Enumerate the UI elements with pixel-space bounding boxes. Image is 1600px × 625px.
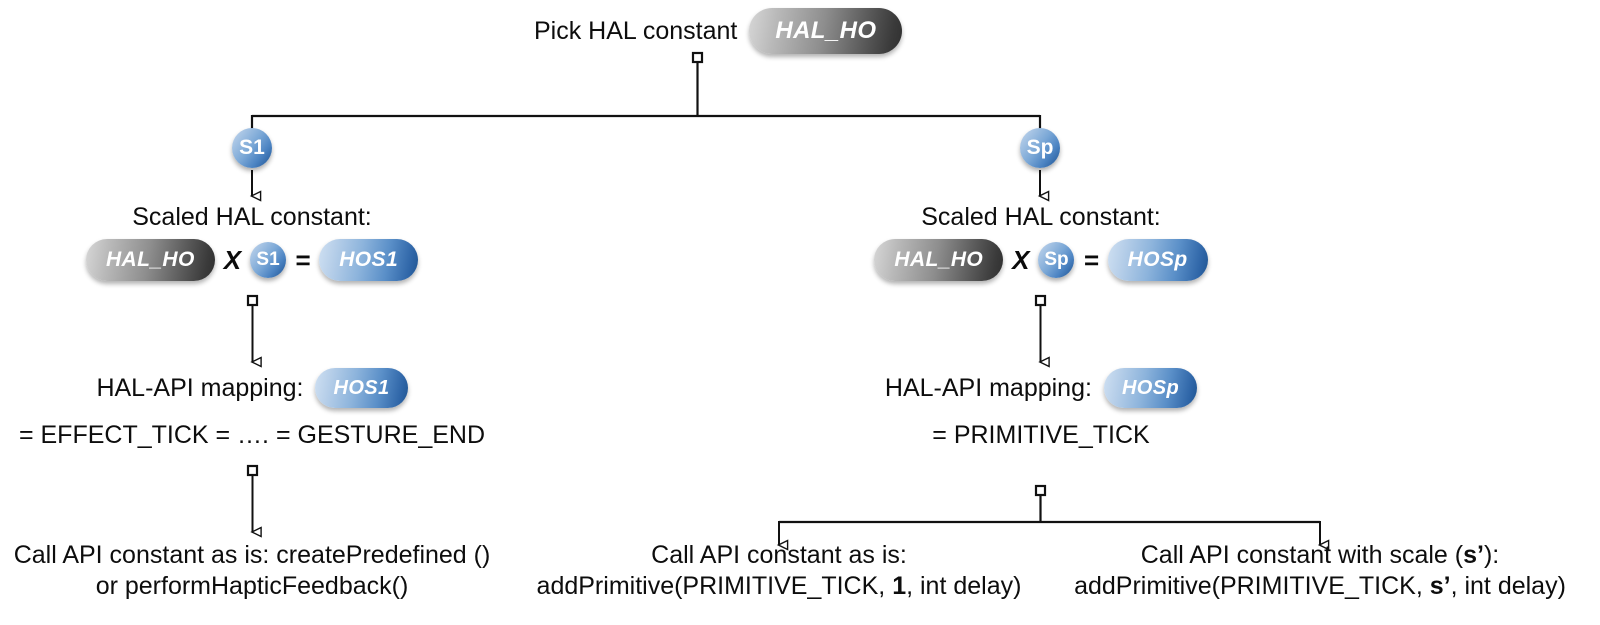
right-leaf-right-line-2: addPrimitive(PRIMITIVE_TICK, s’, int del… (1070, 571, 1570, 602)
left-scaled-scale-badge[interactable]: S1 (250, 242, 287, 278)
right-leaf-right-line-1-bold: s’ (1463, 541, 1484, 569)
right-leaf-right-line-2-bold: s’ (1429, 572, 1451, 600)
right-leaf-left-line-2-suffix: , int delay) (906, 572, 1022, 600)
right-leaf-right-line-1: Call API constant with scale (s’): (1070, 540, 1570, 571)
left-scaled-block: Scaled HAL constant: HAL_HO X S1 = HOS1 (52, 202, 452, 281)
branch-badge-sp-label: Sp (1020, 128, 1060, 168)
left-scaled-caption: Scaled HAL constant: (132, 203, 372, 231)
left-mapping-block: HAL-API mapping: HOS1 = EFFECT_TICK = ….… (2, 368, 502, 451)
left-scaled-multiply-operator: X (223, 244, 242, 275)
left-leaf-line-1: Call API constant as is: createPredefine… (13, 541, 491, 569)
right-mapping-block: HAL-API mapping: HOSp = PRIMITIVE_TICK (791, 368, 1291, 451)
left-scaled-equation: HAL_HO X S1 = HOS1 (52, 239, 452, 281)
right-scaled-base-pill[interactable]: HAL_HO (874, 239, 1004, 281)
connector-origin-square-left-scaled (246, 294, 259, 307)
left-leaf-line-2: or performHapticFeedback() (95, 572, 409, 600)
connector-origin-square-left-mapping (246, 464, 259, 477)
right-leaf-right-node: Call API constant with scale (s’): addPr… (1070, 540, 1570, 602)
right-leaf-left-node: Call API constant as is: addPrimitive(PR… (529, 540, 1029, 602)
right-leaf-left-line-2: addPrimitive(PRIMITIVE_TICK, 1, int dela… (529, 571, 1029, 602)
left-scaled-equals-operator: = (295, 244, 311, 275)
right-scaled-result-pill[interactable]: HOSp (1107, 239, 1208, 281)
right-scaled-equals-operator: = (1083, 244, 1099, 275)
right-scaled-block: Scaled HAL constant: HAL_HO X Sp = HOSp (841, 202, 1241, 281)
root-pill-hal-ho[interactable]: HAL_HO (749, 8, 903, 54)
branch-badge-sp[interactable]: Sp (1020, 128, 1060, 168)
connector-origin-square-root (691, 51, 704, 64)
left-leaf-node: Call API constant as is: createPredefine… (2, 540, 502, 602)
right-leaf-right-line-2-suffix: , int delay) (1450, 572, 1566, 600)
right-mapping-header: HAL-API mapping: HOSp (791, 368, 1291, 408)
root-label: Pick HAL constant (534, 16, 738, 45)
right-scaled-scale-badge[interactable]: Sp (1038, 242, 1075, 278)
right-leaf-right-line-1-prefix: Call API constant with scale ( (1140, 541, 1464, 569)
right-mapping-expansion: = PRIMITIVE_TICK (932, 421, 1150, 449)
right-mapping-pill[interactable]: HOSp (1103, 368, 1198, 408)
left-scaled-base-pill[interactable]: HAL_HO (85, 239, 215, 281)
left-mapping-pill[interactable]: HOS1 (315, 368, 408, 408)
branch-badge-s1-label: S1 (232, 128, 272, 168)
left-mapping-expansion: = EFFECT_TICK = …. = GESTURE_END (18, 421, 486, 449)
left-mapping-header: HAL-API mapping: HOS1 (2, 368, 502, 408)
right-leaf-right-line-2-prefix: addPrimitive(PRIMITIVE_TICK, (1074, 572, 1430, 600)
right-mapping-caption: HAL-API mapping: (884, 373, 1092, 402)
right-scaled-caption: Scaled HAL constant: (921, 203, 1161, 231)
right-scaled-multiply-operator: X (1012, 244, 1030, 275)
right-leaf-right-line-1-suffix: ): (1483, 541, 1500, 569)
left-mapping-caption: HAL-API mapping: (96, 373, 304, 402)
branch-badge-s1[interactable]: S1 (232, 128, 272, 168)
right-scaled-equation: HAL_HO X Sp = HOSp (841, 239, 1241, 281)
right-leaf-left-line-1: Call API constant as is: (651, 541, 907, 569)
connector-origin-square-right-scaled (1034, 294, 1047, 307)
right-leaf-left-line-2-bold: 1 (892, 572, 907, 600)
root-node: Pick HAL constant HAL_HO (534, 8, 903, 54)
left-scaled-result-pill[interactable]: HOS1 (319, 239, 419, 281)
connector-origin-square-right-mapping (1034, 484, 1047, 497)
right-leaf-left-line-2-prefix: addPrimitive(PRIMITIVE_TICK, (536, 572, 893, 600)
